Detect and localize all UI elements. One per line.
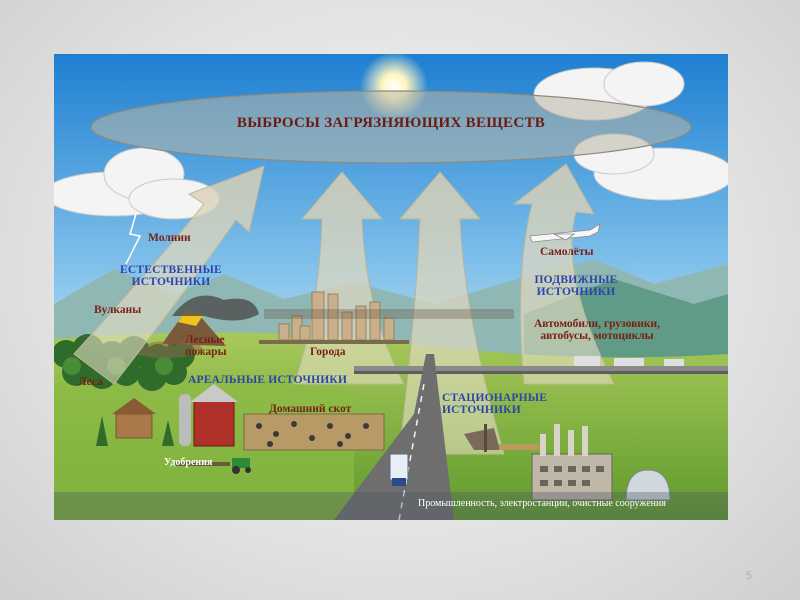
forest-fires-label-line2: пожары — [185, 346, 227, 358]
stationary-sources-heading: СТАЦИОНАРНЫЕ ИСТОЧНИКИ — [442, 392, 547, 416]
fertilizers-label: Удобрения — [164, 458, 212, 469]
pollution-sources-illustration: ВЫБРОСЫ ЗАГРЯЗНЯЮЩИХ ВЕЩЕСТВ Молнии ЕСТЕ… — [54, 54, 728, 520]
forest-fires-label-line1: Лесные — [185, 334, 227, 346]
vehicles-label-line1: Автомобили, грузовики, — [506, 318, 688, 330]
slide-number: 5 — [746, 570, 752, 582]
livestock-label: Домашний скот — [269, 403, 351, 415]
areal-sources-heading: АРЕАЛЬНЫЕ ИСТОЧНИКИ — [188, 374, 347, 386]
stationary-sources-heading-line1: СТАЦИОНАРНЫЕ — [442, 392, 547, 404]
stationary-sources-heading-line2: ИСТОЧНИКИ — [442, 404, 547, 416]
mobile-sources-heading-line1: ПОДВИЖНЫЕ — [516, 274, 636, 286]
forests-label: Леса — [78, 376, 103, 388]
lightning-label: Молнии — [148, 232, 191, 244]
mobile-sources-heading-line2: ИСТОЧНИКИ — [516, 286, 636, 298]
volcanoes-label: Вулканы — [94, 304, 141, 316]
vehicles-label: Автомобили, грузовики, автобусы, мотоцик… — [506, 318, 688, 342]
natural-sources-heading: ЕСТЕСТВЕННЫЕ ИСТОЧНИКИ — [110, 264, 232, 288]
vehicles-label-line2: автобусы, мотоциклы — [506, 330, 688, 342]
natural-sources-heading-line1: ЕСТЕСТВЕННЫЕ — [110, 264, 232, 276]
cities-label: Города — [310, 346, 345, 358]
diagram-title: ВЫБРОСЫ ЗАГРЯЗНЯЮЩИХ ВЕЩЕСТВ — [54, 115, 728, 132]
natural-sources-heading-line2: ИСТОЧНИКИ — [110, 276, 232, 288]
aircraft-label: Самолёты — [540, 246, 594, 258]
industry-label: Промышленность, электростанции, очистные… — [418, 498, 666, 509]
mobile-sources-heading: ПОДВИЖНЫЕ ИСТОЧНИКИ — [516, 274, 636, 298]
forest-fires-label: Лесные пожары — [185, 334, 227, 358]
